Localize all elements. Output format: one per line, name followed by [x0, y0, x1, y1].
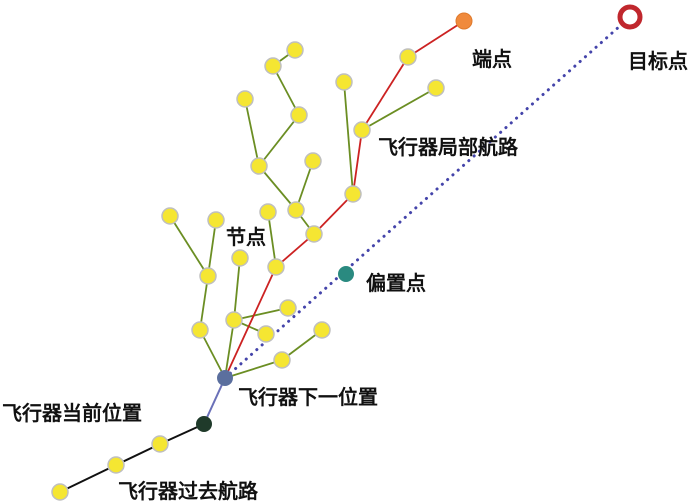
node-label: 节点	[226, 225, 266, 249]
tree-node	[207, 211, 225, 229]
local-path-segment	[361, 56, 409, 131]
tree-edge	[267, 211, 277, 268]
tree-node	[427, 79, 445, 97]
tree-edge	[258, 165, 297, 211]
tree-node	[250, 157, 268, 175]
local-path-segment	[352, 129, 363, 195]
tree-node	[267, 258, 285, 276]
tree-node	[231, 249, 249, 267]
tree-edge	[343, 81, 354, 195]
endpoint-label: 端点	[472, 47, 512, 71]
tree-node	[257, 325, 275, 343]
tree-edge	[199, 275, 209, 331]
past-node	[107, 456, 125, 474]
tree-node	[273, 351, 291, 369]
tree-edge	[169, 215, 209, 277]
bias-point-marker	[338, 266, 354, 282]
tree-edge	[224, 359, 283, 379]
markers-group	[196, 4, 643, 432]
tree-node	[304, 152, 322, 170]
tree-node	[399, 48, 417, 66]
tree-node	[225, 311, 243, 329]
past-path-line	[59, 423, 205, 493]
tree-nodes-group	[161, 41, 445, 369]
tree-edge	[207, 219, 217, 277]
local-path-label: 飞行器局部航路	[378, 135, 519, 159]
tree-edge	[233, 307, 289, 321]
tree-edge	[272, 65, 300, 116]
local-path-segment	[313, 193, 354, 235]
bias-point-label: 偏置点	[366, 271, 426, 295]
tree-node	[313, 321, 331, 339]
next-position-label: 飞行器下一位置	[238, 385, 378, 409]
tree-node	[259, 203, 277, 221]
tree-node	[290, 106, 308, 124]
tree-node	[353, 121, 371, 139]
tree-node	[305, 225, 323, 243]
tree-node	[287, 201, 305, 219]
tree-node	[286, 41, 304, 59]
current-position-label: 飞行器当前位置	[2, 401, 142, 425]
local-path-segment	[224, 266, 277, 379]
tree-edge	[233, 257, 241, 321]
past-node	[151, 435, 169, 453]
local-path-segment	[407, 20, 465, 58]
target-label: 目标点	[628, 49, 688, 73]
tree-node	[236, 90, 254, 108]
current-position-marker	[196, 416, 212, 432]
target-marker	[617, 4, 643, 30]
next-step-link	[203, 377, 226, 425]
tree-edge	[199, 329, 226, 379]
past-node	[51, 483, 69, 501]
tree-edges-group	[169, 49, 437, 379]
endpoint-marker	[455, 12, 473, 30]
tree-edge	[258, 114, 300, 167]
next-position-marker	[217, 370, 233, 386]
tree-node	[161, 207, 179, 225]
tree-edge	[361, 87, 437, 131]
bias-direction-line	[223, 15, 632, 380]
tree-edge	[224, 319, 235, 379]
tree-node	[335, 73, 353, 91]
tree-node	[191, 321, 209, 339]
tree-node	[264, 57, 282, 75]
tree-node	[279, 299, 297, 317]
past-path-label: 飞行器过去航路	[118, 479, 259, 503]
past-path-group	[51, 377, 226, 501]
tree-node	[199, 267, 217, 285]
bias-line-group	[223, 15, 632, 380]
tree-node	[344, 185, 362, 203]
tree-edge	[244, 98, 260, 167]
